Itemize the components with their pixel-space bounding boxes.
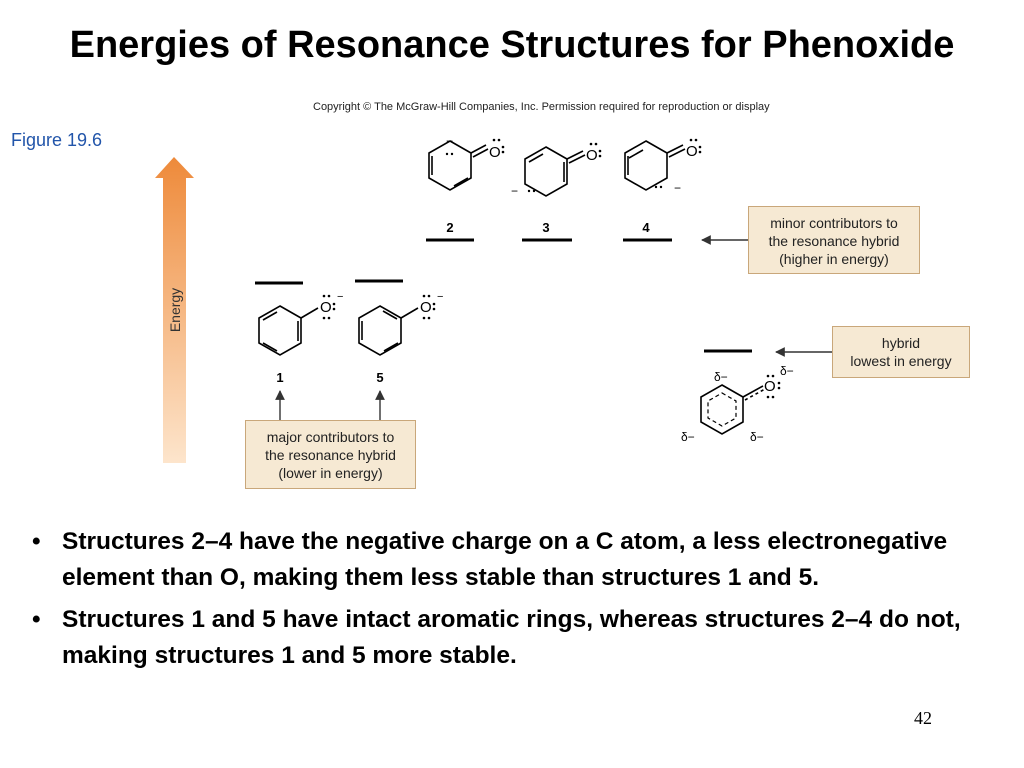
resonance-energy-diagram: Energy O − O − O −	[155, 134, 832, 463]
energy-label: Energy	[167, 288, 183, 332]
structure-label-3: 3	[542, 220, 549, 235]
hybrid-box: hybrid lowest in energy	[832, 326, 970, 378]
bullet-text-2: Structures 1 and 5 have intact aromatic …	[62, 606, 961, 669]
page-number: 42	[914, 708, 932, 728]
structure-label-1: 1	[276, 370, 283, 385]
minus-charge: −	[674, 181, 681, 195]
delta-minus-top: δ−	[714, 370, 728, 384]
hybrid-box-line-1: hybrid	[881, 335, 921, 351]
figure-label: Figure 19.6	[11, 130, 103, 150]
delta-minus-right: δ−	[750, 430, 764, 444]
energy-arrow: Energy	[155, 157, 194, 463]
oxygen-atom: O	[320, 299, 332, 316]
minor-box-line-3: (higher in energy)	[779, 251, 889, 267]
oxygen-atom: O	[686, 143, 698, 160]
structure-label-5: 5	[376, 370, 383, 385]
major-box-line-3: (lower in energy)	[278, 465, 383, 481]
copyright-notice: Copyright © The McGraw-Hill Companies, I…	[313, 101, 770, 113]
oxygen-atom: O	[420, 299, 432, 316]
hybrid-box-line-2: lowest in energy	[850, 353, 952, 369]
structure-2: O −	[428, 134, 505, 191]
oxygen-atom: O	[586, 147, 598, 164]
bullet-list: • Structures 2–4 have the negative charg…	[32, 524, 1007, 680]
structure-label-2: 2	[446, 220, 453, 235]
structure-label-4: 4	[642, 220, 650, 235]
structure-1: O −	[258, 291, 343, 356]
minus-charge: −	[437, 291, 443, 303]
bullet-item-2: • Structures 1 and 5 have intact aromati…	[32, 602, 1007, 674]
oxygen-atom: O	[489, 144, 501, 161]
major-contributors-box: major contributors to the resonance hybr…	[245, 420, 416, 489]
minor-contributors-box: minor contributors to the resonance hybr…	[748, 206, 920, 274]
minor-box-line-1: minor contributors to	[770, 215, 898, 231]
hybrid-structure: O	[700, 374, 781, 435]
delta-minus-left: δ−	[681, 430, 695, 444]
structure-5: O −	[358, 291, 443, 356]
bullet-item-1: • Structures 2–4 have the negative charg…	[32, 524, 1007, 596]
bullet-text-1: Structures 2–4 have the negative charge …	[62, 528, 948, 591]
minus-charge: −	[511, 184, 518, 198]
minus-charge: −	[337, 291, 343, 303]
minus-charge: −	[446, 134, 453, 148]
major-box-line-2: the resonance hybrid	[265, 447, 396, 463]
structure-4: O −	[624, 138, 702, 195]
minor-box-line-2: the resonance hybrid	[768, 233, 900, 249]
energy-levels-major	[255, 279, 403, 285]
delta-minus-oxygen: δ−	[780, 364, 794, 378]
structure-3: O −	[511, 142, 602, 198]
slide-title: Energies of Resonance Structures for Phe…	[69, 24, 955, 66]
bullet-symbol: •	[32, 528, 41, 555]
oxygen-atom: O	[764, 378, 776, 395]
bullet-symbol: •	[32, 606, 41, 633]
major-box-line-1: major contributors to	[266, 429, 395, 445]
